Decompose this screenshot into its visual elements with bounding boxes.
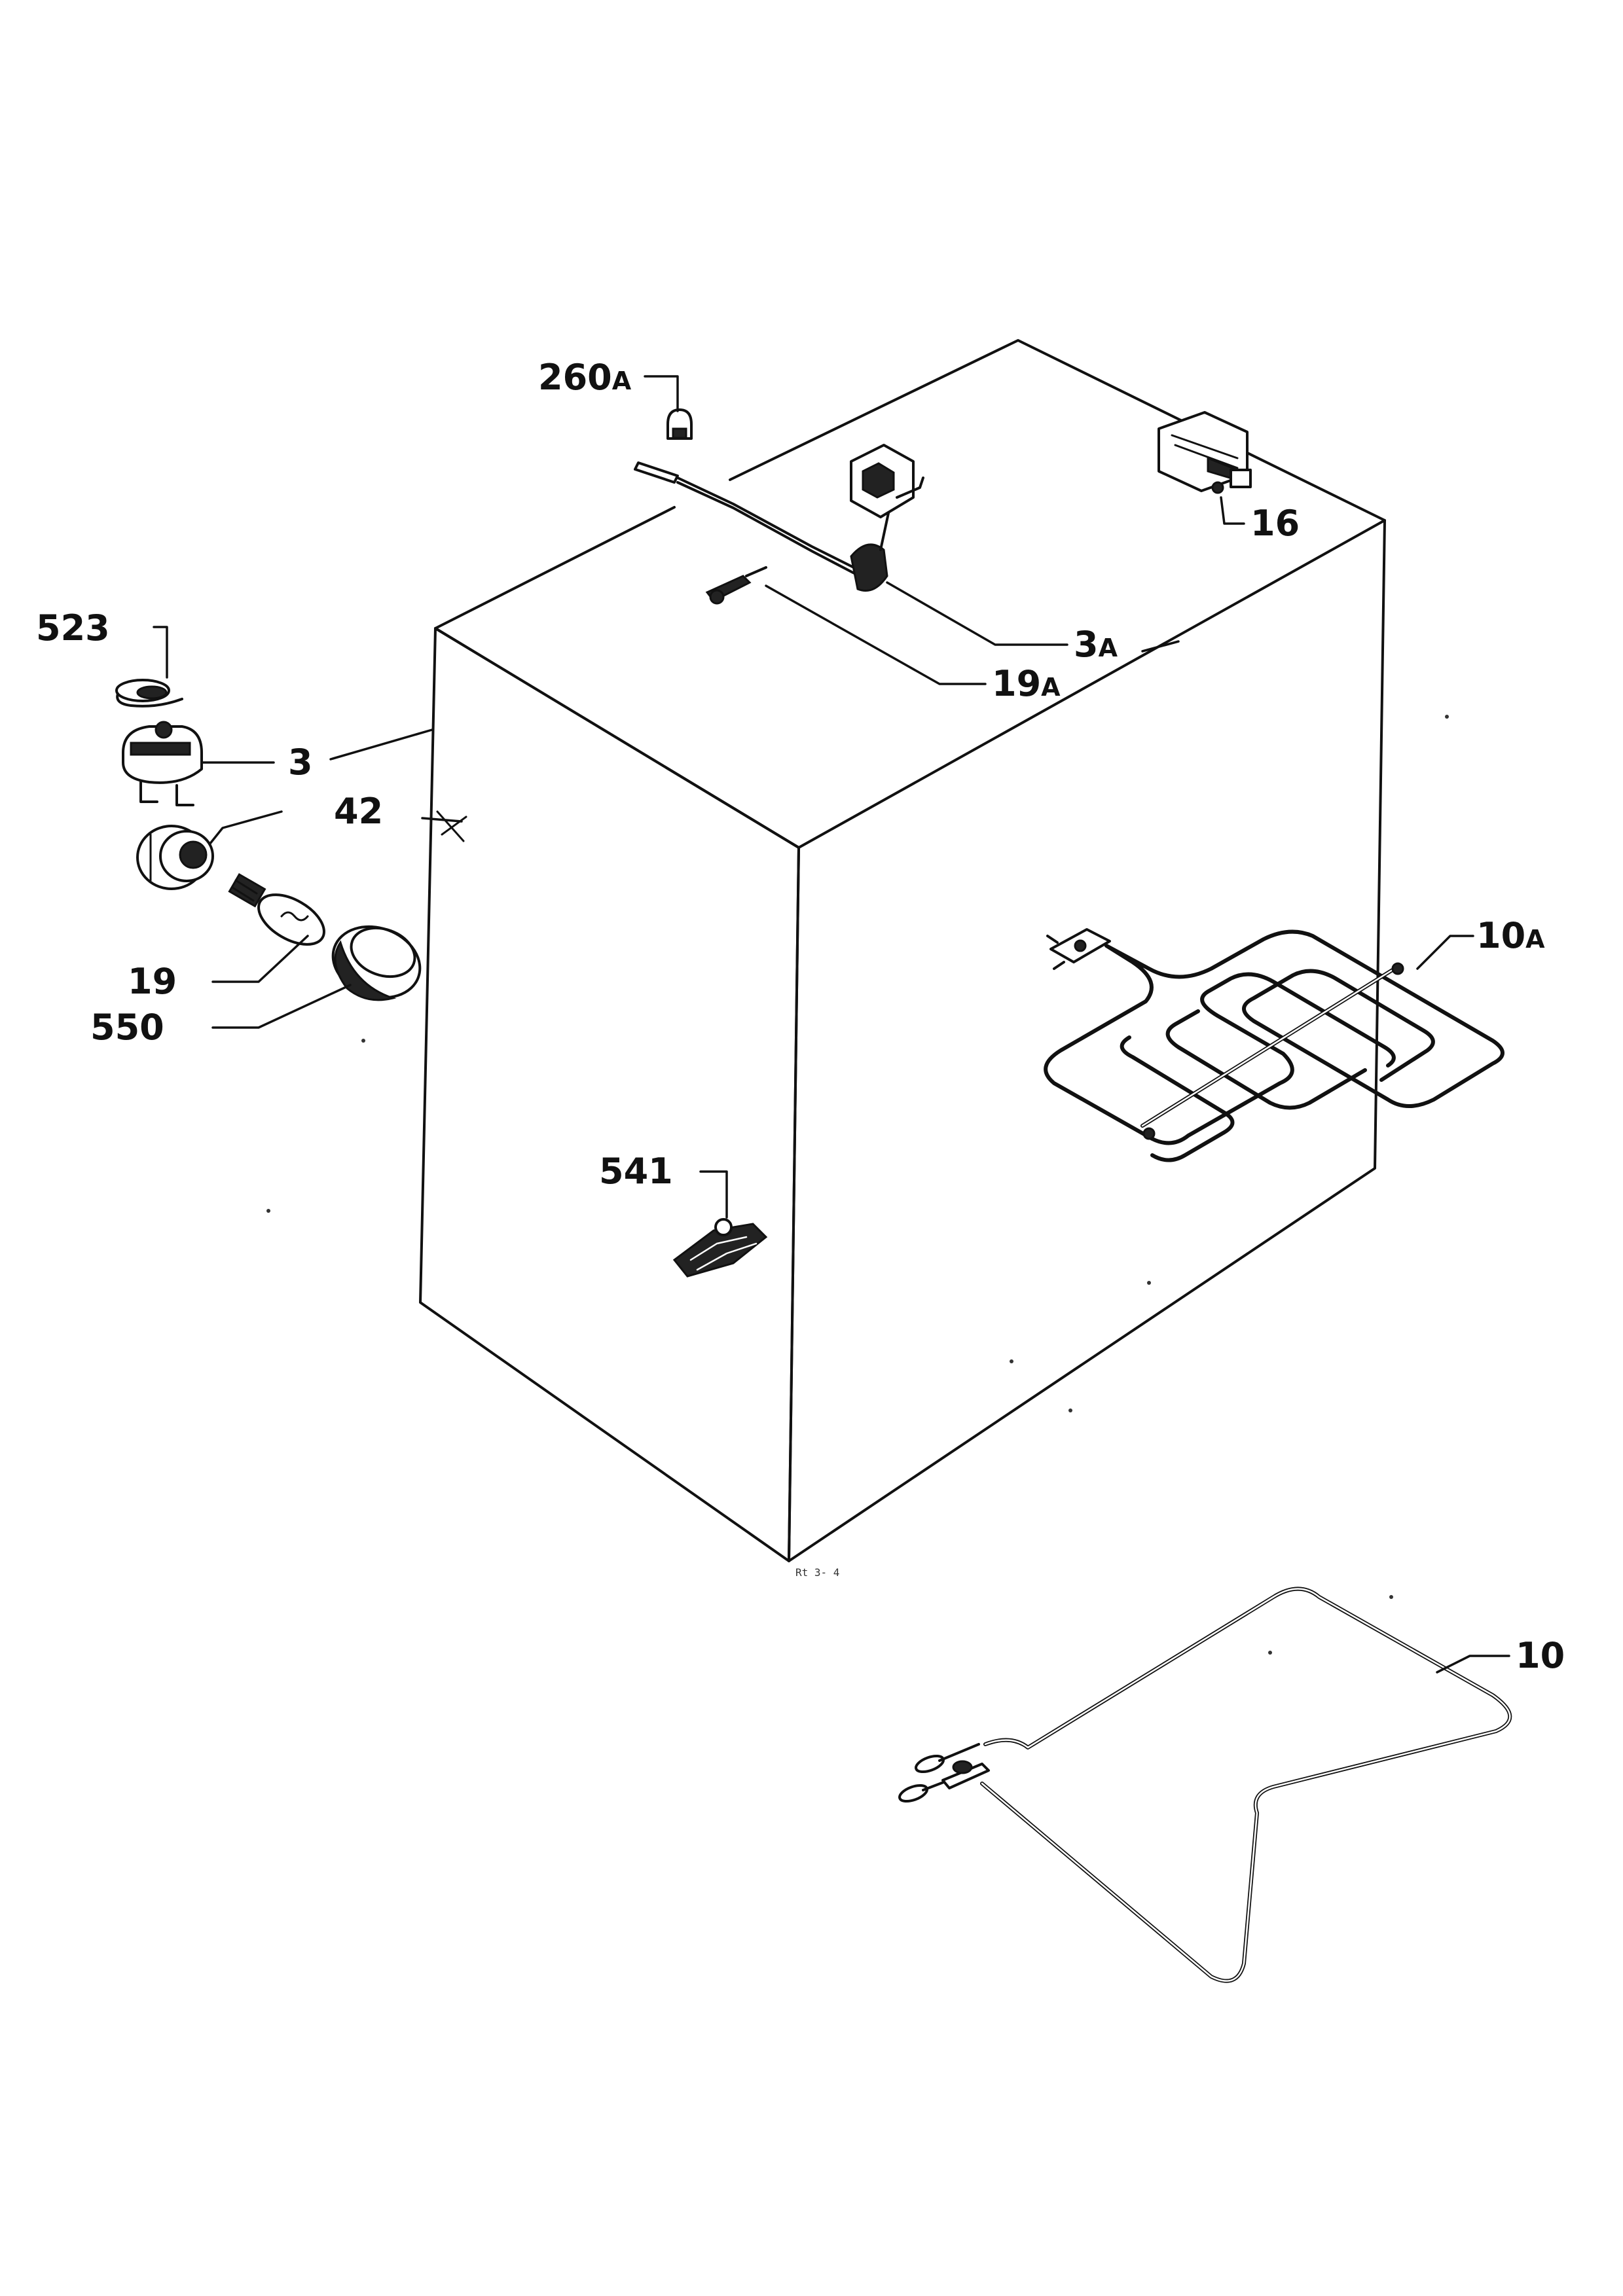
callout-550: 550 [90, 1007, 164, 1048]
leader-42-to-cavity [421, 817, 463, 823]
leader-541 [699, 1170, 728, 1219]
leader-10a [1416, 935, 1474, 970]
callout-42: 42 [334, 791, 383, 832]
callout-19: 19 [128, 961, 177, 1002]
cavity-top-back-edge-left [434, 506, 676, 630]
part-10a-grill-element [1044, 928, 1504, 1162]
drawing-code: Rt 3- 4 [795, 1566, 839, 1579]
part-10-bottom-element [898, 1587, 1512, 1983]
tick-mark-42b [441, 816, 467, 836]
part-550-lamp-cover [331, 925, 422, 1001]
callout-10a: 10A [1476, 915, 1545, 956]
part-16-switch [1158, 411, 1252, 494]
scan-specks [266, 715, 1449, 1655]
part-19-lamp-bulb [228, 872, 325, 946]
leader-19a [765, 584, 987, 685]
callout-3: 3 [288, 742, 313, 783]
callout-541: 541 [599, 1151, 673, 1192]
part-42-lamp-holder [136, 825, 214, 890]
oven-cavity-box [419, 339, 1386, 1562]
callout-labels: 260A 523 3 42 19 550 16 3A 19A 10A 541 [36, 357, 1565, 1676]
leader-550 [211, 984, 352, 1029]
callout-19a: 19A [992, 663, 1061, 704]
tick-mark-42 [436, 810, 465, 842]
leader-16 [1220, 496, 1245, 525]
cavity-right-face [788, 519, 1386, 1562]
part-3-thermostat [122, 721, 203, 806]
leader-lines [153, 375, 1510, 1674]
callout-10: 10 [1516, 1635, 1565, 1676]
leader-260a [644, 375, 679, 412]
leader-19 [211, 935, 309, 983]
leader-3a [886, 581, 1068, 646]
leader-10 [1436, 1655, 1510, 1674]
leader-523 [153, 626, 168, 679]
callout-3a: 3A [1074, 624, 1118, 665]
cavity-front-face [419, 627, 800, 1562]
part-260a-clip [666, 408, 693, 440]
part-19a-socket [705, 566, 767, 605]
leader-3-to-cavity [329, 728, 433, 761]
part-541-cable-clip [672, 1218, 768, 1278]
callout-260a: 260A [538, 357, 632, 398]
leader-42 [208, 810, 283, 846]
cavity-top-back-edge-middle [729, 339, 1386, 522]
cavity-top-front-edge [434, 627, 800, 849]
callout-523: 523 [36, 607, 110, 649]
callout-16: 16 [1250, 503, 1300, 544]
part-523-ring-clip [115, 679, 183, 708]
part-3a-thermostat-probe [634, 444, 924, 592]
leader-3a-to-cavity [1141, 640, 1180, 653]
